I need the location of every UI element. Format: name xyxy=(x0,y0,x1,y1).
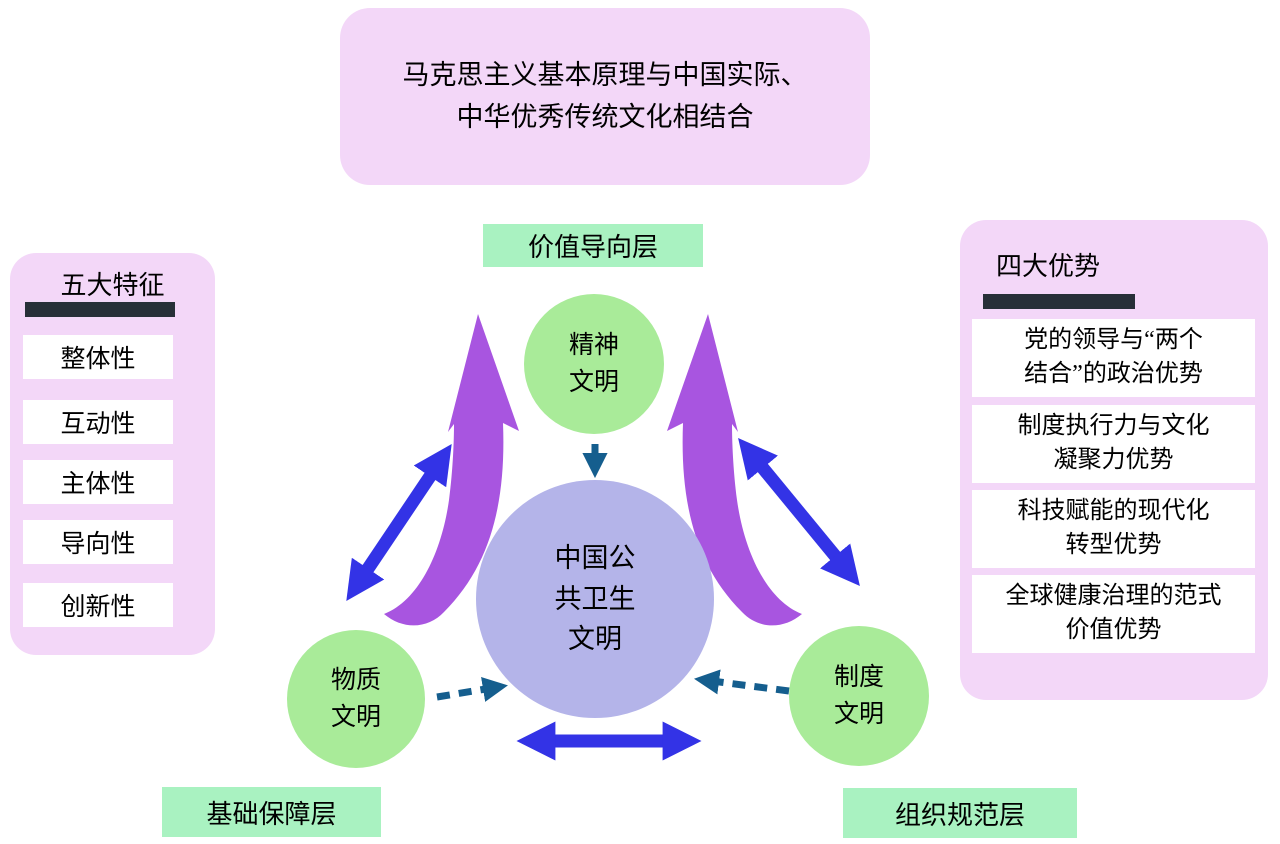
combination-principle-box: 马克思主义基本原理与中国实际、 中华优秀传统文化相结合 xyxy=(340,8,870,185)
center-circle-public-health-civilization: 中国公 共卫生 文明 xyxy=(476,480,714,718)
institution-civilization-circle: 制度 文明 xyxy=(789,626,929,766)
characteristic-item: 主体性 xyxy=(23,460,173,504)
advantage-item: 制度执行力与文化 凝聚力优势 xyxy=(972,405,1255,483)
organization-norm-layer-text: 组织规范层 xyxy=(894,800,1025,830)
purple-curved-arrow-left xyxy=(384,314,519,626)
center-circle-text: 中国公 共卫生 文明 xyxy=(554,543,636,655)
dashed-arrow-material-to-center xyxy=(436,677,508,702)
four-advantages-panel: 四大优势 党的领导与“两个 结合”的政治优势 制度执行力与文化 凝聚力优势 科技… xyxy=(960,220,1268,700)
basic-support-layer-text: 基础保障层 xyxy=(206,799,337,829)
material-circle-text: 物质 文明 xyxy=(330,666,381,732)
five-characteristics-title: 五大特征 xyxy=(60,271,165,300)
dashed-arrow-institution-to-center xyxy=(694,669,790,695)
advantage-item: 党的领导与“两个 结合”的政治优势 xyxy=(972,319,1255,397)
spirit-circle-text: 精神 文明 xyxy=(568,331,619,397)
blue-double-arrow-right xyxy=(738,437,860,587)
characteristic-item: 创新性 xyxy=(23,583,173,627)
five-characteristics-panel: 五大特征 整体性 互动性 主体性 导向性 创新性 xyxy=(10,253,215,655)
advantage-item: 全球健康治理的范式 价值优势 xyxy=(972,575,1255,653)
characteristic-item: 互动性 xyxy=(23,400,173,444)
basic-support-layer-label: 基础保障层 xyxy=(162,787,381,837)
characteristic-item: 整体性 xyxy=(23,335,173,379)
characteristic-item: 导向性 xyxy=(23,520,173,564)
combination-principle-text: 马克思主义基本原理与中国实际、 中华优秀传统文化相结合 xyxy=(402,59,808,132)
blue-double-arrow-left xyxy=(346,444,452,601)
institution-circle-text: 制度 文明 xyxy=(833,663,884,729)
title-underline-bar xyxy=(983,294,1135,309)
spirit-civilization-circle: 精神 文明 xyxy=(524,294,664,434)
advantage-item: 科技赋能的现代化 转型优势 xyxy=(972,490,1255,568)
value-orientation-layer-text: 价值导向层 xyxy=(527,233,658,262)
title-underline-bar xyxy=(25,302,175,317)
organization-norm-layer-label: 组织规范层 xyxy=(843,788,1077,838)
value-orientation-layer-label: 价值导向层 xyxy=(483,224,703,267)
material-civilization-circle: 物质 文明 xyxy=(287,630,425,768)
four-advantages-title: 四大优势 xyxy=(996,252,1101,281)
